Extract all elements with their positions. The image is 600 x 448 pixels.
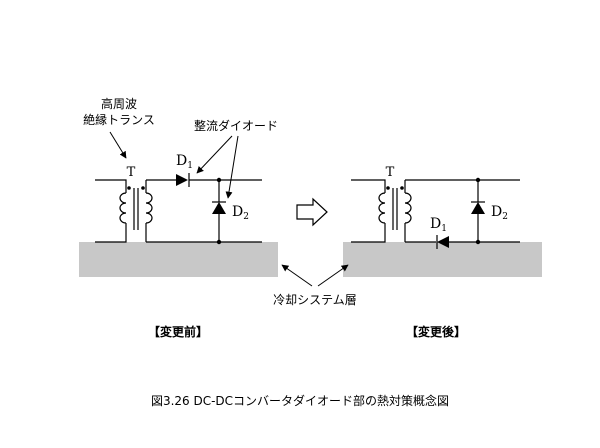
cooling-layer-after [343, 242, 542, 277]
transformer-annotation-line2: 絶縁トランス [83, 112, 155, 127]
transformer-after [351, 179, 412, 243]
d2-label-before: D2 [232, 204, 249, 222]
transformer-symbol-label: T [127, 165, 136, 180]
diode-d2-before [212, 201, 226, 214]
before-circuit: T D1 D2 高周波 絶縁トランス 整流ダイオード [79, 96, 278, 277]
before-title: 【変更前】 [148, 324, 208, 339]
d1-label-before: D1 [176, 153, 193, 171]
diode-d1-after [436, 235, 449, 249]
transformer-annotation-line1: 高周波 [101, 96, 137, 111]
rectifier-annotation: 整流ダイオード [194, 118, 278, 133]
transition-arrow-icon [296, 197, 328, 227]
cooling-layer-before [79, 242, 278, 277]
transformer-before [95, 179, 153, 243]
transformer-symbol-label-after: T [386, 165, 395, 180]
after-title: 【変更後】 [406, 324, 466, 339]
d2-label-after: D2 [491, 204, 508, 222]
after-circuit: T D1 D2 [343, 165, 542, 277]
cooling-layer-label: 冷却システム層 [273, 293, 357, 307]
cooling-annotation: 冷却システム層 [273, 264, 357, 307]
d1-label-after: D1 [430, 216, 447, 234]
figure-caption: 図3.26 DC-DCコンバータダイオード部の熱対策概念図 [151, 393, 449, 408]
diode-d1-before [176, 173, 190, 187]
diode-d2-after [471, 201, 485, 214]
